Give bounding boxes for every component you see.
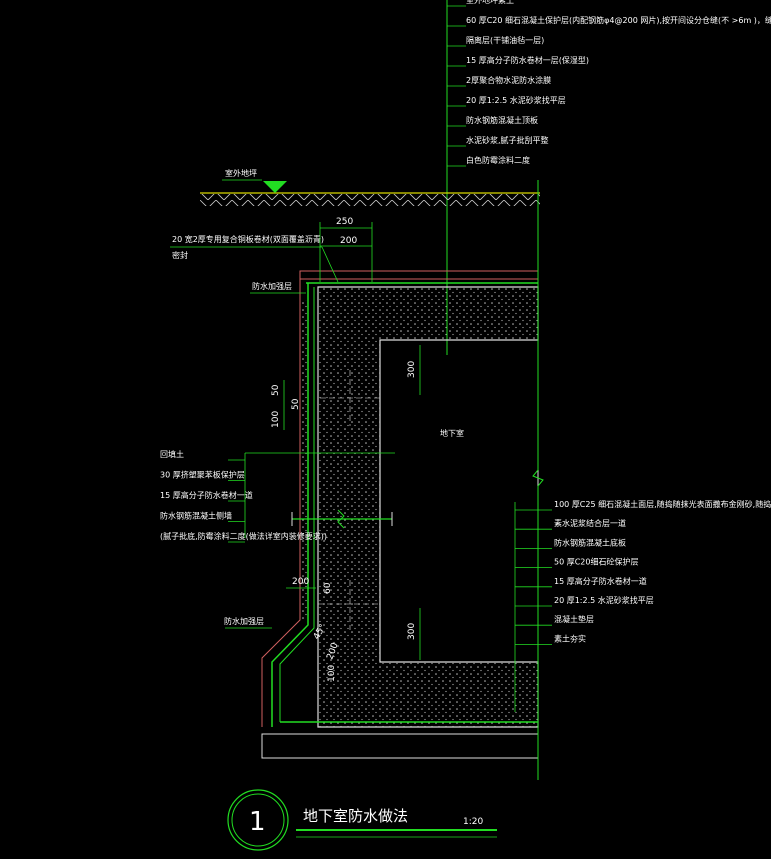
title-block: 1 地下室防水做法 1:20 — [227, 789, 497, 851]
top-callout-1: 60 厚C20 细石混凝土保护层(内配钢筋φ4@200 网片),按开间设分仓缝(… — [466, 15, 771, 25]
dim-100-bottom: 100 — [327, 665, 337, 682]
ground-label: 室外地坪 — [225, 168, 257, 178]
wall-protection-board — [300, 300, 308, 620]
left-mid-callout-4: (腻子批底,防霉涂料二度(做法详室内装修要求)) — [160, 531, 327, 541]
dim-200-top: 200 — [340, 236, 357, 246]
ground-soil-pattern — [200, 194, 540, 206]
left-layer-label-bottom: 防水加强层 — [224, 616, 264, 626]
section-body: 地下室 — [261, 180, 544, 780]
ground-level: 室外地坪 — [200, 168, 540, 206]
dim-250: 250 — [336, 217, 353, 227]
right-callout-1: 素水泥浆结合层一道 — [554, 518, 626, 528]
title-circle-outer — [227, 789, 289, 851]
ground-level-marker-icon — [263, 181, 287, 193]
top-callout-4: 2厚聚合物水泥防水涂膜 — [466, 75, 551, 85]
dim-300-bottom: 300 — [407, 623, 417, 640]
top-callout-3: 15 厚高分子防水卷材一层(保湿型) — [466, 55, 589, 65]
title-name: 地下室防水做法 — [303, 807, 408, 825]
wall-outer-insulation-line — [261, 279, 301, 727]
left-top-leader-diag — [321, 246, 339, 283]
dim-50: 50 — [271, 384, 281, 396]
top-callout-group: 室外地坪素土 60 厚C20 细石混凝土保护层(内配钢筋φ4@200 网片),按开… — [446, 0, 771, 355]
title-scale: 1:20 — [463, 817, 483, 827]
right-callout-6: 混凝土垫层 — [554, 614, 594, 624]
left-mid-callout-1: 30 厚挤塑聚苯板保护层 — [160, 470, 245, 480]
dim-100: 100 — [271, 411, 281, 428]
right-callout-0: 100 厚C25 细石混凝土面层,随捣随抹光表面撒布金刚砂,随捣随抹光(如需防滑… — [554, 499, 771, 509]
top-callout-6: 防水钢筋混凝土顶板 — [466, 115, 538, 125]
top-callout-5: 20 厚1:2.5 水泥砂浆找平层 — [466, 95, 566, 105]
left-top-callout-0: 20 宽2厚专用复合铜板卷材(双面覆盖沥青) — [172, 234, 324, 244]
left-mid-callout-0: 回填土 — [160, 449, 184, 459]
wall-membrane-inner — [279, 287, 315, 722]
left-top-callouts: 20 宽2厚专用复合铜板卷材(双面覆盖沥青) 密封 防水加强层 — [170, 234, 339, 294]
right-callout-2: 防水钢筋混凝土底板 — [554, 537, 626, 547]
left-mid-callout-2: 15 厚高分子防水卷材一道 — [160, 490, 253, 500]
right-callout-4: 15 厚高分子防水卷材一道 — [554, 576, 647, 586]
dimensions: 250 200 50 50 100 300 200 60 45° 200 300… — [271, 217, 421, 682]
left-mid-callout-3: 防水钢筋混凝土侧墙 — [160, 511, 232, 521]
dim-60: 60 — [323, 582, 333, 594]
concrete-cushion — [261, 733, 539, 759]
top-callout-7: 水泥砂浆,腻子批刮平整 — [466, 135, 549, 145]
wall-break-icon — [337, 509, 345, 529]
title-number: 1 — [249, 807, 266, 837]
basement-room — [379, 339, 539, 663]
dim-200-bottom: 200 — [292, 577, 309, 587]
break-symbol-icon — [532, 469, 544, 487]
right-callout-5: 20 厚1:2.5 水泥砂浆找平层 — [554, 595, 654, 605]
concrete-aggregate — [318, 287, 538, 727]
title-circle-inner — [231, 793, 285, 847]
right-callout-3: 50 厚C20细石砼保护层 — [554, 557, 639, 567]
room-label: 地下室 — [440, 428, 464, 438]
right-callouts: 100 厚C25 细石混凝土面层,随捣随抹光表面撒布金刚砂,随捣随抹光(如需防滑… — [514, 499, 771, 712]
top-callout-0: 室外地坪素土 — [466, 0, 514, 5]
left-top-callout-1: 密封 — [172, 250, 188, 260]
right-callout-7: 素土夯实 — [554, 633, 586, 643]
top-callout-2: 隔离层(干铺油毡一层) — [466, 35, 544, 45]
top-callout-8: 白色防霉涂料二度 — [466, 155, 530, 165]
dim-50b: 50 — [291, 398, 301, 410]
left-layer-label-top: 防水加强层 — [252, 281, 292, 291]
dim-300-top: 300 — [407, 361, 417, 378]
